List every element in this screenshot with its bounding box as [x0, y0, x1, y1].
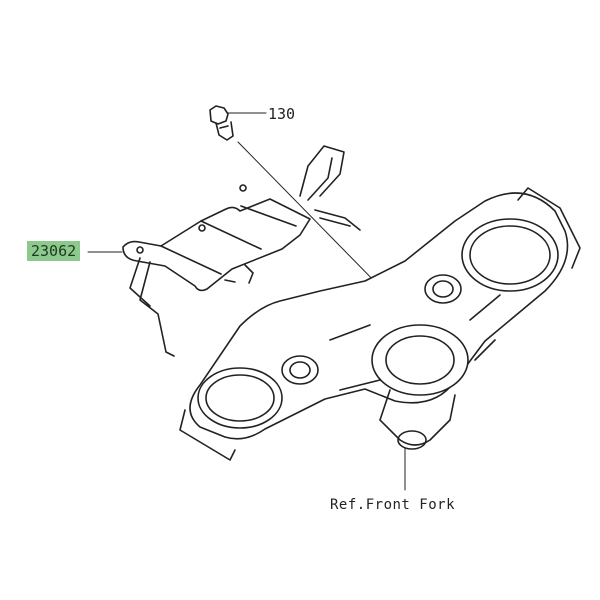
leader-bolt-axis: [237, 141, 386, 293]
top-triple-clamp: [179, 187, 581, 461]
part-number-23062-highlighted[interactable]: 23062: [27, 241, 81, 261]
part-number-130[interactable]: 130: [268, 105, 296, 123]
reference-label: Ref.Front Fork: [330, 497, 456, 513]
bracket-23062[interactable]: [122, 145, 361, 357]
bolt-130: [209, 105, 234, 141]
